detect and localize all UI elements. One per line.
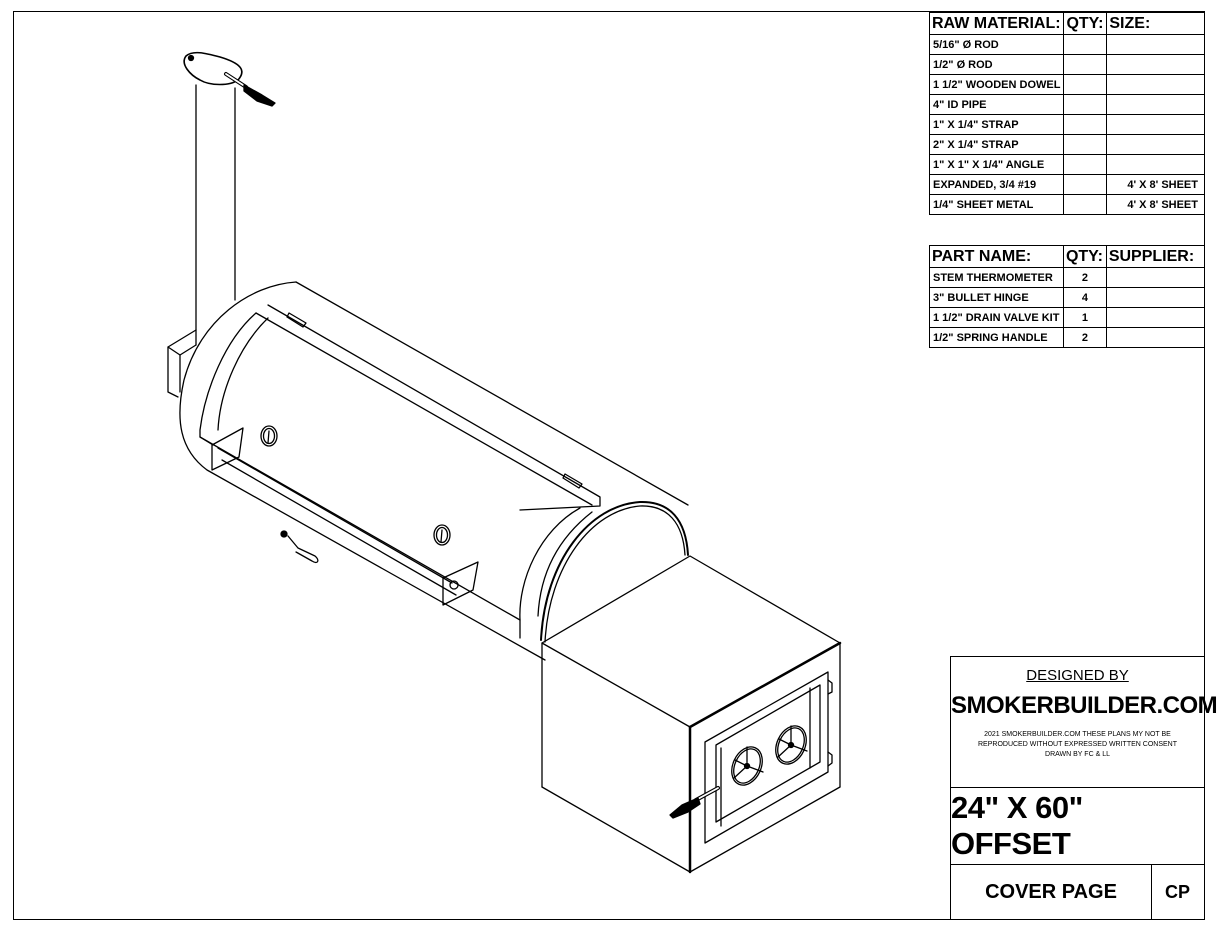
material-size: 4' X 8' SHEET bbox=[1106, 194, 1205, 215]
part-qty: 1 bbox=[1062, 307, 1107, 328]
material-qty bbox=[1063, 34, 1108, 55]
table-row: 1/4" SHEET METAL 4' X 8' SHEET bbox=[928, 194, 1205, 215]
material-qty bbox=[1063, 114, 1108, 135]
part-name: 1/2" SPRING HANDLE bbox=[929, 327, 1064, 348]
material-size: 4' X 8' SHEET bbox=[1106, 174, 1205, 195]
part-qty: 2 bbox=[1062, 327, 1107, 348]
table-row: 4" ID PIPE bbox=[928, 94, 1205, 115]
material-qty bbox=[1063, 174, 1108, 195]
table-row: 5/16" Ø ROD bbox=[928, 34, 1205, 55]
page-name: COVER PAGE bbox=[951, 864, 1152, 920]
material-size bbox=[1106, 74, 1205, 95]
material-size bbox=[1106, 94, 1205, 115]
title-block: DESIGNED BY SMOKERBUILDER.COM 2021 SMOKE… bbox=[950, 656, 1218, 920]
column-header: PART NAME: bbox=[929, 245, 1064, 268]
material-qty bbox=[1063, 154, 1108, 175]
stack-damper-icon bbox=[183, 51, 276, 107]
material-name: 1 1/2" WOODEN DOWEL bbox=[928, 74, 1065, 95]
table-row: 2" X 1/4" STRAP bbox=[928, 134, 1205, 155]
table-row: EXPANDED, 3/4 #19 4' X 8' SHEET bbox=[928, 174, 1205, 195]
material-name: 5/16" Ø ROD bbox=[928, 34, 1065, 55]
air-intake-vent-icon bbox=[731, 746, 764, 786]
table-row: 1" X 1/4" STRAP bbox=[928, 114, 1205, 135]
page-code: CP bbox=[1164, 881, 1190, 902]
table-header-row: PART NAME: QTY: SUPPLIER: bbox=[929, 245, 1206, 268]
table-row: 1" X 1" X 1/4" ANGLE bbox=[928, 154, 1205, 175]
column-header: SIZE: bbox=[1106, 12, 1205, 35]
thermometer-icon bbox=[260, 425, 278, 447]
notice-line: REPRODUCED WITHOUT EXPRESSED WRITTEN CON… bbox=[978, 741, 1177, 748]
material-name: 1/4" SHEET METAL bbox=[928, 194, 1065, 215]
part-name: STEM THERMOMETER bbox=[929, 267, 1064, 288]
part-supplier bbox=[1105, 327, 1206, 348]
material-name: EXPANDED, 3/4 #19 bbox=[928, 174, 1065, 195]
part-supplier bbox=[1105, 267, 1206, 288]
table-row: 1/2" Ø ROD bbox=[928, 54, 1205, 75]
material-name: 1/2" Ø ROD bbox=[928, 54, 1065, 75]
part-name: 1 1/2" DRAIN VALVE KIT bbox=[929, 307, 1064, 328]
raw-material-table: RAW MATERIAL: QTY: SIZE: 5/16" Ø ROD 1/2… bbox=[928, 12, 1205, 215]
material-size bbox=[1106, 134, 1205, 155]
column-header: QTY: bbox=[1062, 245, 1107, 268]
table-header-row: RAW MATERIAL: QTY: SIZE: bbox=[928, 12, 1205, 35]
material-name: 1" X 1/4" STRAP bbox=[928, 114, 1065, 135]
company-name: SMOKERBUILDER.COM bbox=[951, 692, 1218, 719]
part-supplier bbox=[1105, 287, 1206, 308]
material-name: 4" ID PIPE bbox=[928, 94, 1065, 115]
material-size bbox=[1106, 54, 1205, 75]
table-row: 1 1/2" WOODEN DOWEL bbox=[928, 74, 1205, 95]
cook-chamber bbox=[179, 281, 689, 661]
part-name: 3" BULLET HINGE bbox=[929, 287, 1064, 308]
material-qty bbox=[1063, 94, 1108, 115]
material-size bbox=[1106, 34, 1205, 55]
parts-table: PART NAME: QTY: SUPPLIER: STEM THERMOMET… bbox=[929, 245, 1206, 348]
part-supplier bbox=[1105, 307, 1206, 328]
column-header: RAW MATERIAL: bbox=[928, 12, 1065, 35]
thermometer-icon bbox=[433, 524, 451, 546]
designer-section: DESIGNED BY SMOKERBUILDER.COM 2021 SMOKE… bbox=[951, 657, 1218, 788]
material-qty bbox=[1063, 194, 1108, 215]
material-size bbox=[1106, 114, 1205, 135]
part-qty: 4 bbox=[1062, 287, 1107, 308]
air-intake-vent-icon bbox=[775, 725, 808, 765]
material-name: 1" X 1" X 1/4" ANGLE bbox=[928, 154, 1065, 175]
material-name: 2" X 1/4" STRAP bbox=[928, 134, 1065, 155]
drawing-title: 24" X 60" OFFSET bbox=[951, 787, 1204, 865]
firebox bbox=[541, 555, 842, 874]
firebox-handle-icon bbox=[669, 786, 720, 819]
part-qty: 2 bbox=[1062, 267, 1107, 288]
material-qty bbox=[1063, 134, 1108, 155]
column-header: SUPPLIER: bbox=[1105, 245, 1206, 268]
smokestack bbox=[167, 84, 236, 398]
material-qty bbox=[1063, 54, 1108, 75]
notice-line: 2021 SMOKERBUILDER.COM THESE PLANS MY NO… bbox=[984, 731, 1171, 738]
sheet-border bbox=[13, 11, 1205, 920]
copyright-notice: 2021 SMOKERBUILDER.COM THESE PLANS MY NO… bbox=[951, 730, 1204, 760]
material-size bbox=[1106, 154, 1205, 175]
notice-line: DRAWN BY FC & LL bbox=[1045, 751, 1110, 758]
column-header: QTY: bbox=[1063, 12, 1108, 35]
designed-by-label: DESIGNED BY bbox=[1026, 667, 1129, 684]
material-qty bbox=[1063, 74, 1108, 95]
